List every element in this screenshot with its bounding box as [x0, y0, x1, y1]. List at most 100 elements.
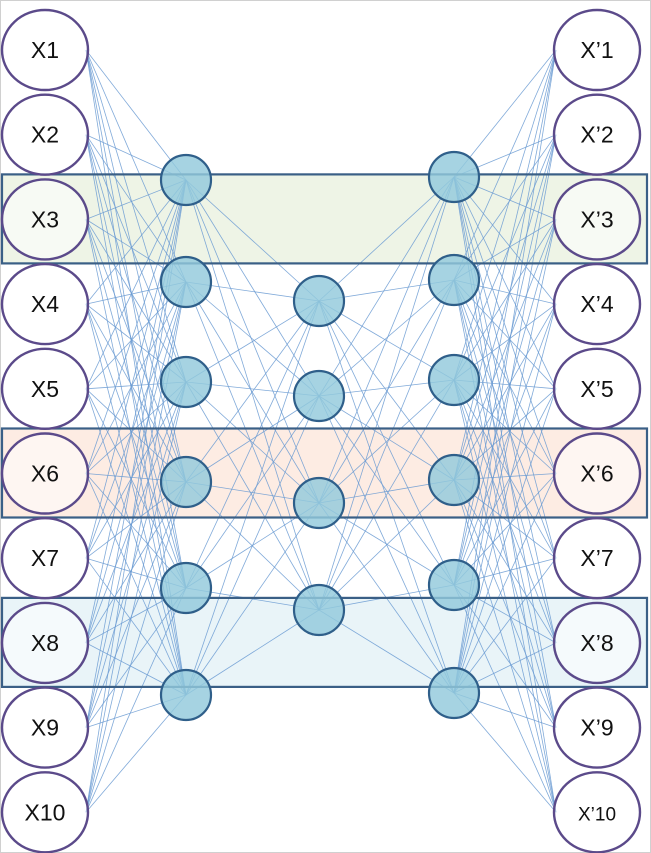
input-encoder-edge-18	[85, 219, 187, 696]
input-label-5: X5	[31, 376, 59, 402]
output-node-2	[552, 93, 642, 176]
decoder-output-edge-161	[453, 219, 557, 694]
bottleneck-decoder-edge-108	[318, 609, 455, 694]
decoder-output-edge-129	[453, 49, 557, 381]
input-encoder-edge-45	[85, 381, 187, 644]
encoder-node-3	[159, 355, 213, 409]
decoder-node-4	[427, 453, 481, 507]
output-node-10	[552, 771, 642, 853]
input-label-1: X1	[31, 37, 59, 63]
encoder-bottleneck-edge-62	[185, 179, 320, 397]
encoder-bottleneck-edge-81	[185, 300, 320, 696]
decoder-output-edge-168	[453, 692, 557, 813]
bottleneck-decoder-edge-90	[318, 300, 455, 694]
input-node-1	[0, 8, 90, 92]
input-label-6: X6	[31, 461, 59, 487]
input-encoder-edge-42	[85, 557, 187, 696]
bottleneck-node-1	[292, 274, 346, 328]
input-encoder-edge-37	[85, 179, 187, 559]
decoder-output-edge-114	[453, 176, 557, 474]
input-label-10: X10	[25, 799, 66, 825]
decoder-output-edge-124	[453, 279, 557, 474]
input-encoder-edge-17	[85, 219, 187, 589]
input-encoder-edge-36	[85, 473, 187, 696]
output-label-9: X’9	[580, 715, 613, 741]
bottleneck-decoder-edge-106	[318, 479, 455, 611]
decoder-output-edge-127	[453, 279, 557, 728]
decoder-output-edge-150	[453, 134, 557, 586]
decoder-output-edge-112	[453, 176, 557, 305]
input-encoder-edge-43	[85, 179, 187, 643]
output-node-4	[552, 262, 642, 346]
encoder-bottleneck-edge-68	[185, 281, 320, 611]
output-layer-nodes: X’1X’2X’3X’4X’5X’6X’7X’8X’9X’10	[552, 8, 642, 853]
input-node-4	[0, 262, 90, 346]
output-node-5	[552, 347, 642, 430]
decoder-output-edge-152	[453, 303, 557, 586]
input-encoder-edge-29	[85, 388, 187, 589]
input-node-10	[0, 771, 90, 853]
decoder-node-3	[427, 353, 481, 407]
input-node-5	[0, 347, 90, 430]
output-label-10: X’10	[578, 804, 616, 825]
output-label-2: X’2	[580, 122, 613, 148]
input-encoder-edge-38	[85, 281, 187, 559]
decoder-output-edge-165	[453, 557, 557, 694]
encoder-bottleneck-edge-67	[185, 281, 320, 504]
decoder-node-6	[427, 666, 481, 720]
decoder-output-edge-137	[453, 379, 557, 728]
input-encoder-edge-25	[85, 179, 187, 389]
encoder-bottleneck-edge-71	[185, 381, 320, 504]
bottleneck-decoder-edge-85	[318, 176, 455, 302]
input-label-7: X7	[31, 545, 59, 571]
output-node-1	[552, 8, 642, 92]
decoder-output-edge-151	[453, 219, 557, 586]
input-encoder-edge-30	[85, 388, 187, 696]
decoder-output-edge-115	[453, 176, 557, 559]
input-encoder-edge-31	[85, 179, 187, 474]
output-label-4: X’4	[580, 291, 613, 317]
input-encoder-edge-3	[85, 49, 187, 383]
decoder-output-edge-126	[453, 279, 557, 644]
bottleneck-decoder-edge-99	[318, 379, 455, 504]
encoder-node-1	[159, 153, 213, 207]
input-node-8	[0, 601, 90, 685]
bottleneck-node-2	[292, 369, 346, 423]
bottleneck-decoder-edge-91	[318, 176, 455, 397]
input-encoder-edge-1	[85, 49, 187, 181]
input-node-2	[0, 93, 90, 176]
input-encoder-edge-58	[85, 481, 187, 813]
bottleneck-decoder-edge-104	[318, 279, 455, 611]
encoder-bottleneck-edge-74	[185, 395, 320, 483]
input-encoder-edge-4	[85, 49, 187, 483]
decoder-output-edge-148	[453, 479, 557, 813]
input-encoder-edge-39	[85, 381, 187, 559]
input-label-2: X2	[31, 122, 59, 148]
decoder-output-edge-146	[453, 479, 557, 644]
input-node-9	[0, 686, 90, 769]
input-label-3: X3	[31, 206, 59, 232]
decoder-output-edge-163	[453, 388, 557, 694]
decoder-output-edge-153	[453, 388, 557, 586]
decoder-output-edge-142	[453, 303, 557, 481]
connection-edges	[85, 49, 557, 813]
decoder-node-5	[427, 558, 481, 612]
bottleneck-decoder-edge-89	[318, 300, 455, 586]
encoder-bottleneck-edge-72	[185, 381, 320, 611]
encoder-node-6	[159, 668, 213, 722]
input-encoder-edge-19	[85, 179, 187, 305]
encoder-node-4	[159, 455, 213, 509]
decoder-output-edge-140	[453, 134, 557, 481]
decoder-output-edge-157	[453, 584, 557, 728]
encoder-bottleneck-edge-82	[185, 395, 320, 696]
output-label-8: X’8	[580, 630, 613, 656]
input-node-6	[0, 432, 90, 515]
input-encoder-edge-51	[85, 381, 187, 728]
input-encoder-edge-24	[85, 304, 187, 696]
output-label-7: X’7	[580, 545, 613, 571]
bottleneck-decoder-edge-88	[318, 300, 455, 481]
output-node-6	[552, 432, 642, 515]
hidden-layer-nodes	[159, 150, 481, 722]
